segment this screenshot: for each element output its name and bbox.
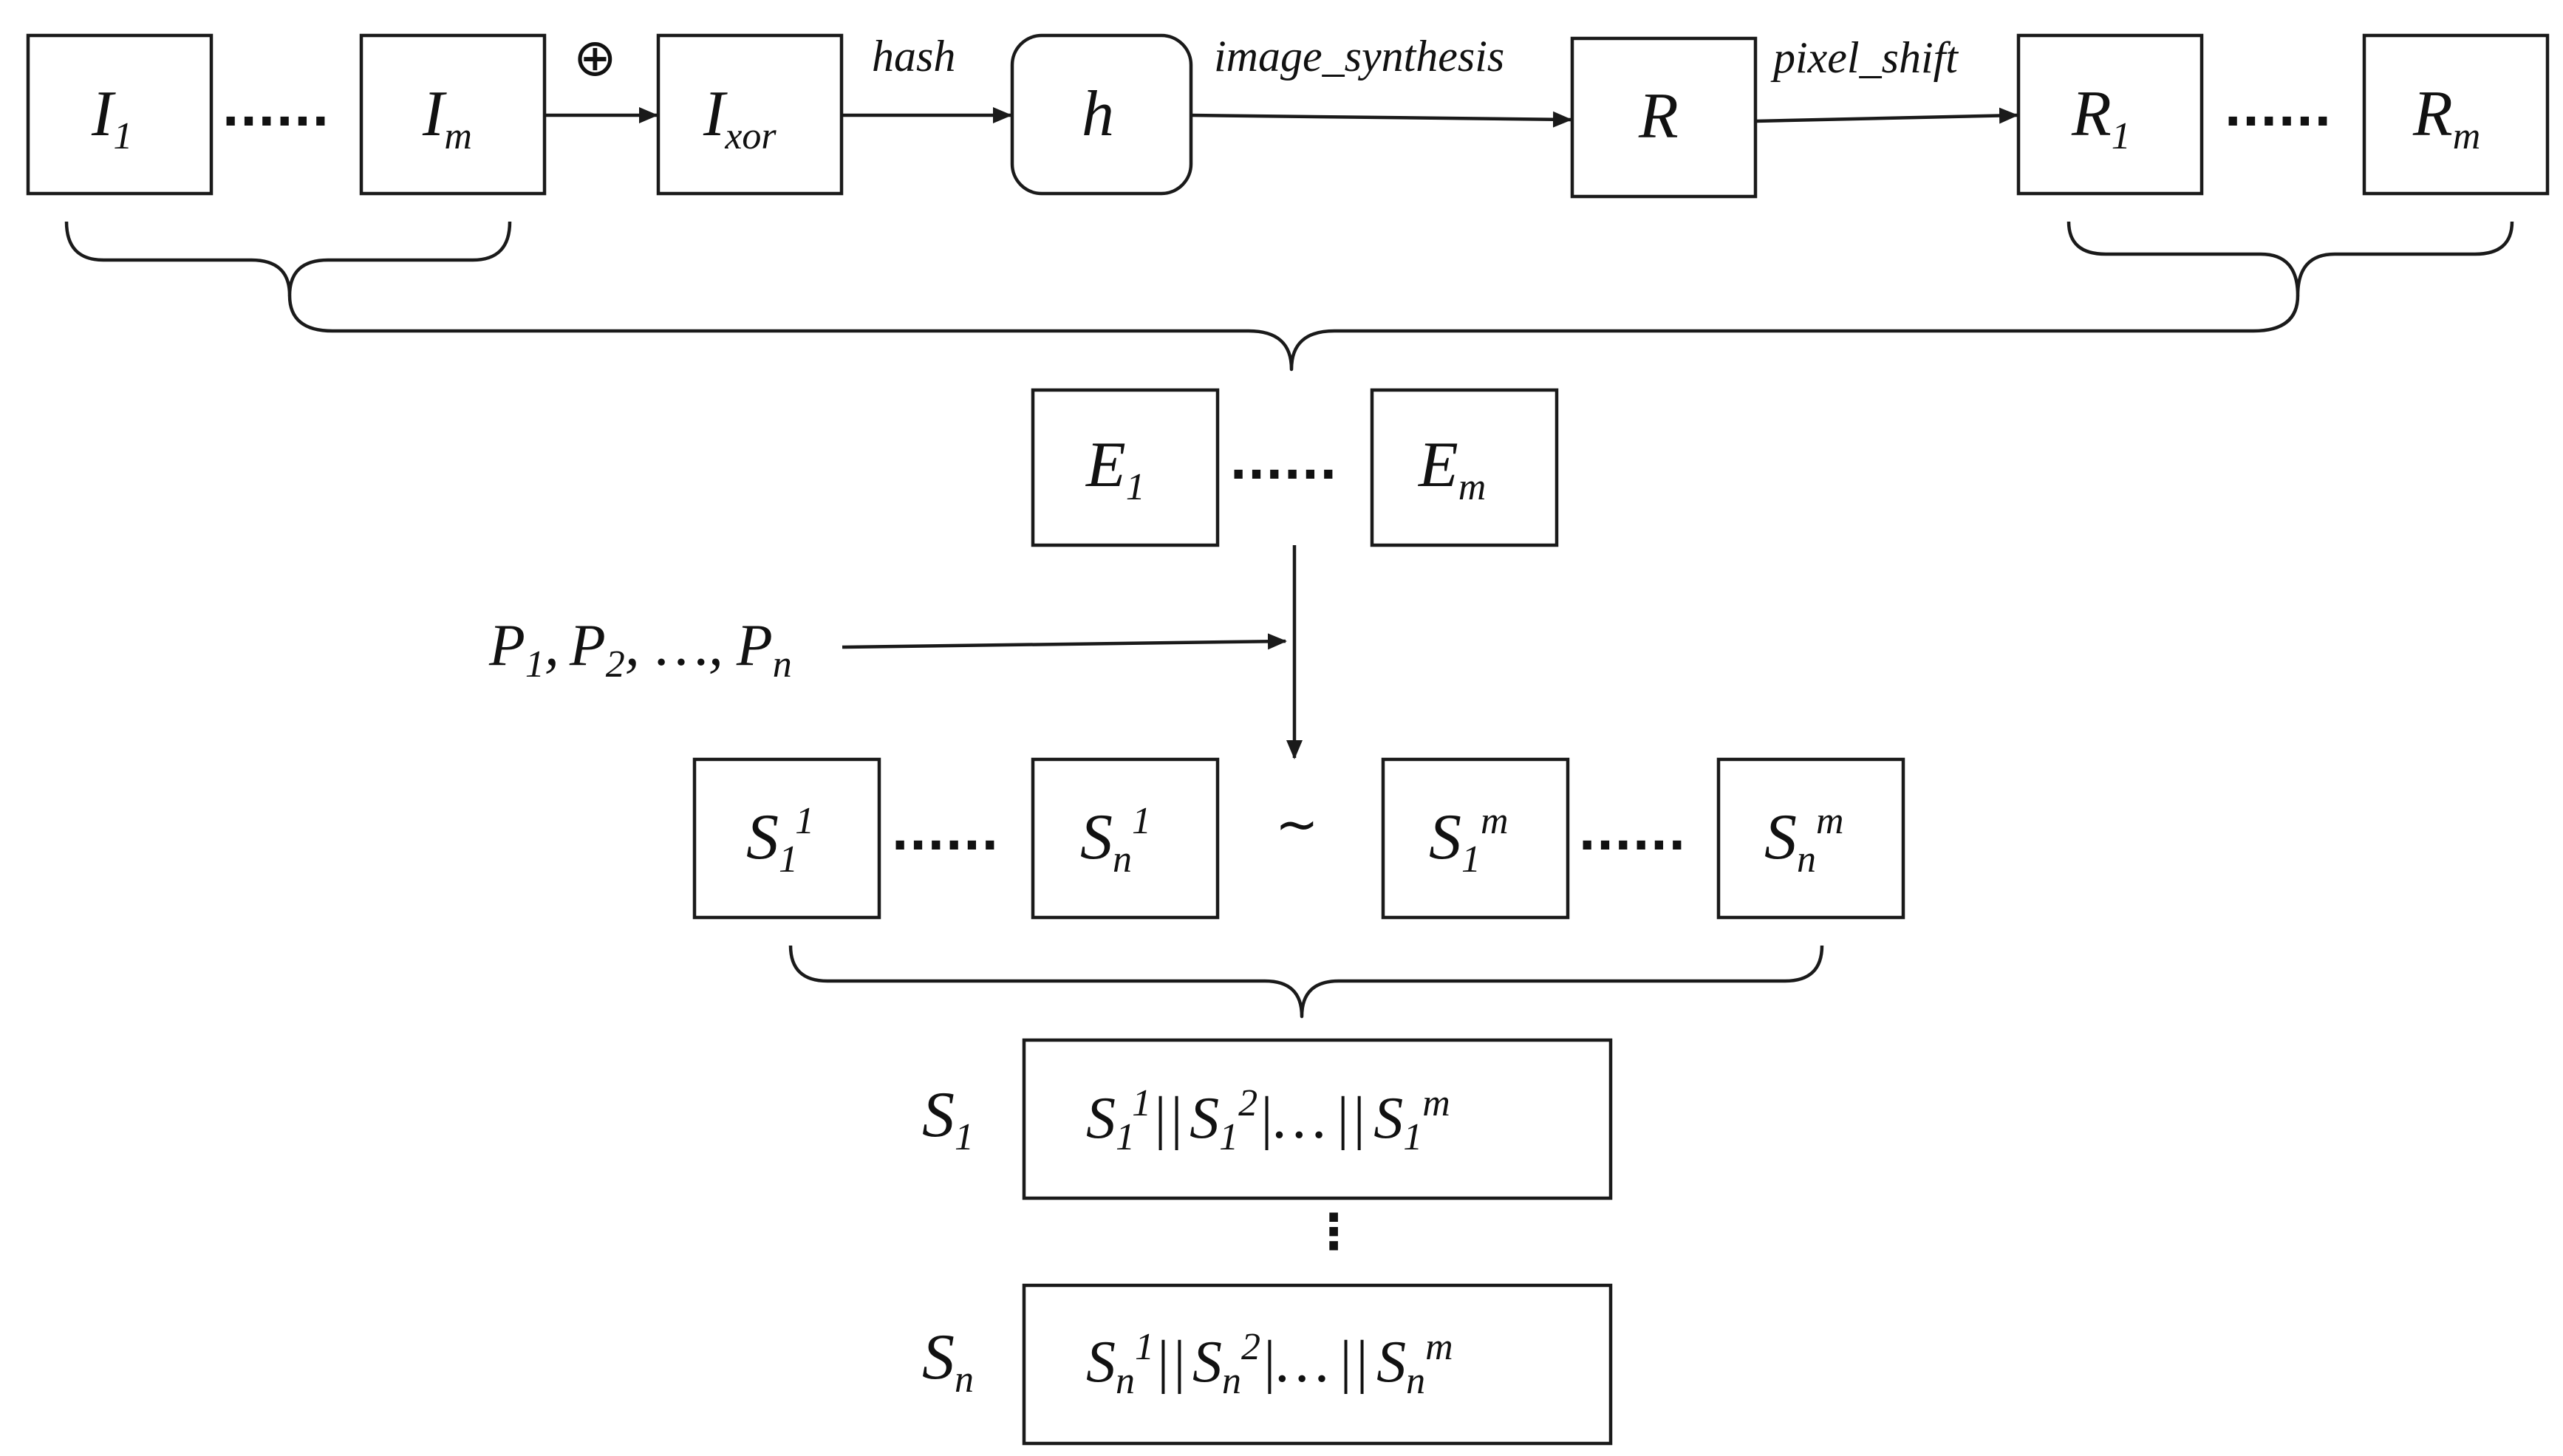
box-sn1 — [1031, 757, 1220, 920]
label-hash: hash — [872, 32, 955, 81]
label-ixor: Ixor — [703, 78, 777, 157]
label-em: Em — [1417, 429, 1486, 508]
label-s1m: S1m — [1429, 800, 1509, 881]
label-im: Im — [422, 78, 472, 157]
box-s1-concat — [1022, 1038, 1613, 1200]
label-rm: Rm — [2412, 78, 2480, 157]
label-r1: R1 — [2071, 78, 2131, 157]
label-s1-output: S1 — [922, 1079, 974, 1158]
ellipsis-r: ...... — [2224, 83, 2332, 137]
ellipsis-sm: ...... — [1578, 807, 1686, 861]
label-sn-output: Sn — [922, 1322, 974, 1401]
box-snm — [1716, 757, 1905, 920]
arrow-pixel-shift — [1755, 107, 2018, 124]
label-snm: Snm — [1764, 800, 1844, 881]
tilde-symbol: ~ — [1275, 794, 1319, 855]
label-image-synthesis: image_synthesis — [1214, 32, 1504, 81]
arrow-image-synthesis — [1190, 111, 1572, 128]
label-r: R — [1638, 81, 1679, 152]
box-r — [1570, 36, 1758, 199]
box-e1 — [1031, 388, 1220, 547]
ellipsis-s1: ...... — [891, 807, 999, 861]
label-sn-concat: Sn1||Sn2|…||Snm — [1086, 1326, 1453, 1402]
box-i1 — [26, 33, 214, 196]
label-p-inputs: P1,P2,…,Pn — [488, 613, 792, 686]
box-s1m — [1381, 757, 1570, 920]
box-h — [1010, 33, 1193, 196]
box-s11 — [692, 757, 881, 920]
ellipsis-i: ...... — [222, 83, 330, 137]
brace-combine — [287, 295, 2300, 372]
brace-s — [788, 945, 1824, 1019]
box-ixor — [656, 33, 844, 196]
brace-i — [64, 221, 512, 298]
box-r1 — [2016, 33, 2204, 196]
label-h: h — [1082, 78, 1114, 150]
label-s11: S11 — [746, 800, 814, 881]
box-im — [359, 33, 547, 196]
label-pixel-shift: pixel_shift — [1770, 33, 1959, 82]
label-s1-concat: S11||S12|…||S1m — [1086, 1082, 1450, 1158]
vdots-symbol: ⋮ — [1309, 1203, 1358, 1260]
label-sn1: Sn1 — [1080, 800, 1151, 881]
ellipsis-e: ...... — [1229, 436, 1337, 491]
xor-symbol: ⊕ — [573, 27, 617, 88]
label-e1: E1 — [1085, 429, 1145, 508]
box-em — [1370, 388, 1559, 547]
box-sn-concat — [1022, 1283, 1613, 1446]
arrow-p-inputs — [842, 633, 1287, 650]
brace-r — [2067, 221, 2514, 298]
label-i1: I1 — [91, 78, 132, 157]
box-rm — [2362, 33, 2550, 196]
